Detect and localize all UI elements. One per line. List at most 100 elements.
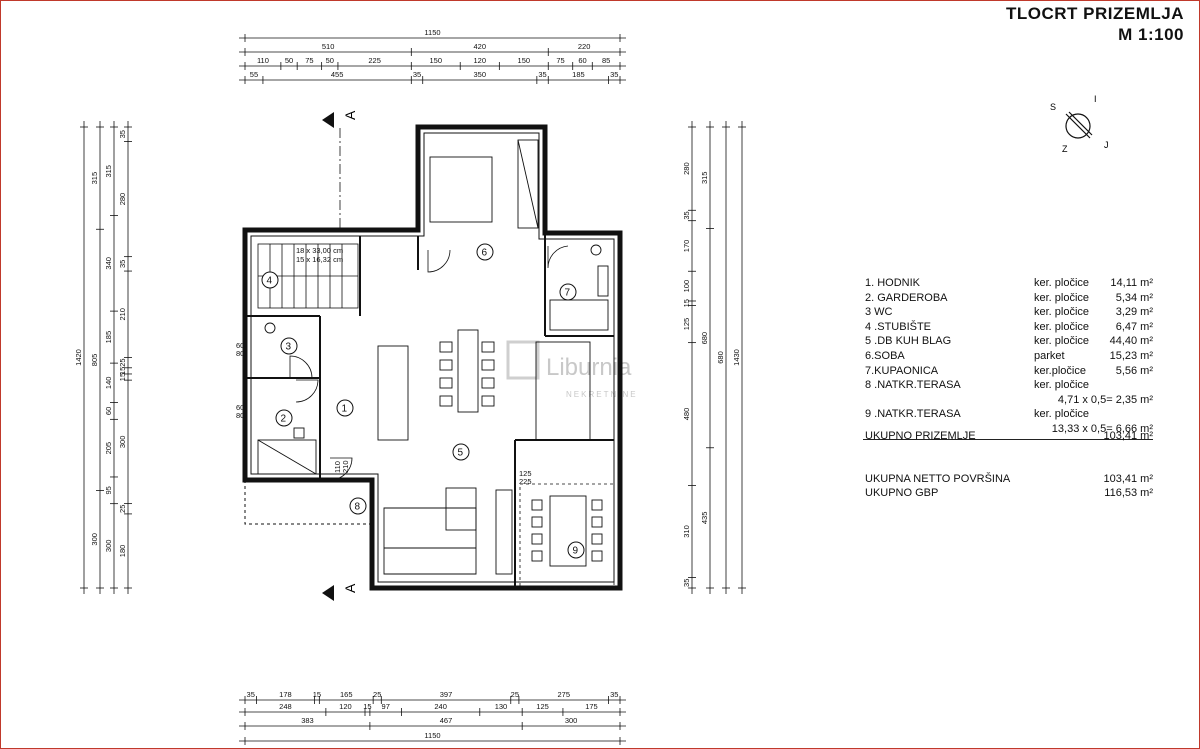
total-gbp-value: 116,53 m² xyxy=(1104,487,1153,499)
svg-text:2: 2 xyxy=(281,414,287,425)
dimension-value: 97 xyxy=(382,702,390,711)
dimension-value: 220 xyxy=(578,42,591,51)
dimension-value: 315 xyxy=(700,172,709,185)
dimension-value: 275 xyxy=(557,690,570,699)
fireplace xyxy=(495,489,513,575)
dining-table xyxy=(457,329,479,413)
dimension-value: 1430 xyxy=(732,349,741,366)
dimension-value: 178 xyxy=(279,690,292,699)
area-calculation: 13,33 x 0,5= 6,66 m² xyxy=(1051,422,1153,435)
dimension-value: 205 xyxy=(104,442,113,455)
opening-annotations: 18 x 33,00 cm 15 x 16,32 cm 110 210 125 … xyxy=(236,246,532,486)
dimension-value: 25 xyxy=(373,690,381,699)
dimension-value: 35 xyxy=(413,70,421,79)
room-finish: ker. pločice xyxy=(1034,335,1090,348)
room-area: 5,56 m² xyxy=(1115,364,1153,377)
dimension-value: 467 xyxy=(440,716,453,725)
bed xyxy=(429,156,493,223)
dimension-value: 185 xyxy=(104,331,113,344)
dimension-value: 1150 xyxy=(424,731,440,740)
svg-text:60: 60 xyxy=(236,403,244,412)
dimension-value: 35 xyxy=(682,211,691,219)
svg-text:5: 5 xyxy=(458,448,464,459)
room-finish: ker. pločice xyxy=(1034,306,1090,319)
kitchen-counter xyxy=(535,341,591,441)
dimension-value: 110 xyxy=(257,56,269,65)
room-finish: parket xyxy=(1034,349,1065,362)
dimension-value: 35 xyxy=(610,690,618,699)
room-schedule-row: 6.SOBA parket 15,23 m² xyxy=(863,350,1153,365)
dimension-value: 120 xyxy=(474,56,487,65)
bathtub xyxy=(549,299,609,331)
dimension-value: 15 xyxy=(118,367,127,375)
svg-text:110: 110 xyxy=(333,461,342,473)
dimension-value: 680 xyxy=(700,332,709,345)
dimension-value: 315 xyxy=(90,172,99,185)
exterior-walls xyxy=(242,124,623,591)
dimension-value: 25 xyxy=(511,690,519,699)
room-name: 2. GARDEROBA xyxy=(865,291,948,304)
dimension-value: 55 xyxy=(250,70,258,79)
coffee-table xyxy=(445,487,477,531)
dimension-value: 435 xyxy=(700,512,709,525)
svg-text:8: 8 xyxy=(355,502,361,513)
svg-text:9: 9 xyxy=(573,546,579,557)
drawing-scale: M 1:100 xyxy=(1118,25,1184,44)
section-marker-bottom: A xyxy=(322,583,358,601)
dimension-value: 15 xyxy=(363,702,371,711)
dimension-value: 35 xyxy=(118,130,127,138)
total-net-label: UKUPNA NETTO POVRŠINA xyxy=(865,473,1011,485)
svg-text:18 x 33,00 cm: 18 x 33,00 cm xyxy=(296,246,343,255)
room-schedule-row: 13,33 x 0,5= 6,66 m² xyxy=(863,423,1153,438)
dimension-value: 280 xyxy=(118,193,127,206)
room-finish: ker. pločice xyxy=(1034,379,1090,392)
room-finish: ker.pločice xyxy=(1034,364,1086,377)
dimension-value: 480 xyxy=(682,408,691,421)
svg-text:4: 4 xyxy=(267,276,273,287)
dimension-value: 85 xyxy=(602,56,610,65)
dimension-value: 180 xyxy=(118,545,127,558)
dimension-value: 510 xyxy=(322,42,335,51)
dimension-value: 397 xyxy=(440,690,453,699)
dimension-value: 680 xyxy=(716,351,725,364)
total-net-value: 103,41 m² xyxy=(1103,473,1153,485)
dimension-value: 125 xyxy=(682,318,691,331)
dimension-value: 225 xyxy=(368,56,381,65)
dimension-value: 35 xyxy=(118,260,127,268)
svg-text:60: 60 xyxy=(236,341,244,350)
room-name: 6.SOBA xyxy=(865,349,905,362)
compass-icon: S I Z J xyxy=(1050,94,1109,154)
dimension-value: 150 xyxy=(518,56,531,65)
svg-text:3: 3 xyxy=(286,342,292,353)
dimension-value: 150 xyxy=(430,56,443,65)
dimension-value: 35 xyxy=(247,690,255,699)
kitchen-island xyxy=(377,345,409,441)
svg-text:6: 6 xyxy=(482,248,488,259)
dimension-value: 280 xyxy=(682,162,691,175)
room-area: 15,23 m² xyxy=(1109,349,1153,362)
dimension-value: 15 xyxy=(682,299,691,307)
dimension-value: 95 xyxy=(104,486,113,494)
dimension-value: 300 xyxy=(104,540,113,553)
bath-toilet xyxy=(590,244,602,256)
svg-text:210: 210 xyxy=(341,460,350,473)
dimension-lines xyxy=(80,34,746,745)
dimension-value: 300 xyxy=(90,533,99,546)
room-area: 6,47 m² xyxy=(1115,320,1153,333)
total-ground-label: UKUPNO PRIZEMLJE xyxy=(865,430,976,442)
dimension-value: 315 xyxy=(104,165,113,178)
doors xyxy=(289,245,569,481)
wardrobe xyxy=(517,139,539,229)
dimension-value: 75 xyxy=(305,56,313,65)
terrace-9-outline xyxy=(519,483,615,589)
svg-text:Z: Z xyxy=(1062,144,1068,154)
dimension-value: 300 xyxy=(118,436,127,449)
dimension-value: 165 xyxy=(340,690,353,699)
room-name: 5 .DB KUH BLAG xyxy=(865,335,952,348)
room-area: 14,11 m² xyxy=(1110,277,1153,289)
